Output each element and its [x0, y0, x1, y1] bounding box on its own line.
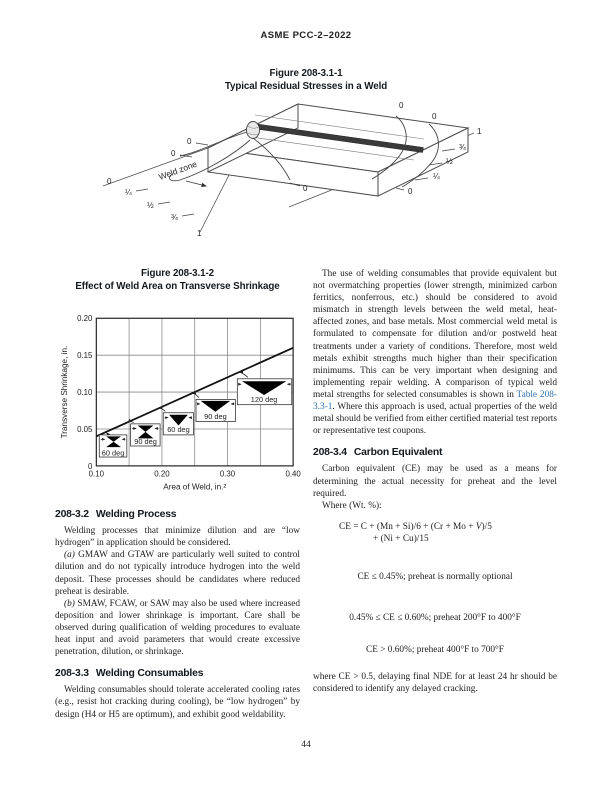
- x-tick: 0.10: [89, 470, 105, 479]
- plate: [206, 103, 470, 197]
- two-column-body: Figure 208-3.1-2 Effect of Weld Area on …: [55, 268, 557, 721]
- paragraph: (b) SMAW, FCAW, or SAW may also be used …: [55, 598, 300, 658]
- svg-text:120 deg: 120 deg: [251, 395, 278, 404]
- weld-zone-label: Weld zone: [157, 159, 198, 182]
- weld-3d-diagram: Weld zone 0 0 0 0 0 0 0 ¼ ½ ¾ 1 1 ¾: [102, 101, 482, 238]
- weld-symbol-90deg-doubleV: 90 deg: [127, 418, 161, 447]
- weld-symbol-60deg-singleV: 60 deg: [158, 406, 194, 436]
- right-scale-quarter: ¼: [433, 172, 440, 181]
- shrinkage-chart: 60 deg 90 deg: [55, 299, 302, 499]
- paragraph: Where (Wt. %):: [322, 500, 382, 511]
- left-scale-1: 1: [197, 229, 202, 238]
- weld-symbol-90deg-singleV: 90 deg: [191, 391, 236, 422]
- right-column: The use of welding consumables that prov…: [313, 268, 557, 721]
- right-scale-1: 1: [477, 127, 482, 136]
- zero-label: 0: [399, 101, 404, 110]
- running-header: ASME PCC-2–2022: [260, 30, 352, 41]
- zero-label: 0: [408, 187, 413, 196]
- weld-nugget: [246, 121, 260, 139]
- left-scale-quarter: ¼: [125, 188, 132, 197]
- paragraph: Welding consumables should tolerate acce…: [55, 685, 300, 720]
- x-axis-title: Area of Weld, in.²: [163, 482, 226, 491]
- figure2-title: Effect of Weld Area on Transverse Shrink…: [75, 280, 280, 292]
- zero-label: 0: [171, 149, 176, 158]
- plot-border: [95, 317, 294, 467]
- table-208-3-3-1-link[interactable]: Table 208-3.3-1: [313, 389, 557, 413]
- y-tick: 0.20: [77, 314, 93, 323]
- left-column: Figure 208-3.1-2 Effect of Weld Area on …: [55, 268, 302, 721]
- paragraph: Welding processes that minimize dilution…: [55, 526, 300, 549]
- x-tick: 0.30: [220, 470, 236, 479]
- y-tick: 0.15: [77, 351, 93, 360]
- ce-condition-1: CE ≤ 0.45%; preheat is normally optional: [357, 571, 513, 582]
- ce-condition-3: CE > 0.60%; preheat 400°F to 700°F: [366, 645, 504, 656]
- svg-text:60 deg: 60 deg: [102, 449, 125, 458]
- paragraph: The use of welding consumables that prov…: [313, 269, 557, 437]
- y-tick: 0.05: [77, 425, 93, 434]
- zero-label: 0: [303, 184, 308, 193]
- longitudinal-stress-curve: [371, 115, 407, 180]
- figure1-title: Typical Residual Stresses in a Weld: [224, 80, 388, 92]
- left-scale-0: 0: [107, 177, 112, 186]
- figure2-number: Figure 208-3.1-2: [141, 268, 214, 279]
- transverse-stress-curve: [179, 131, 248, 157]
- svg-text:90 deg: 90 deg: [134, 437, 157, 446]
- left-scale-half: ½: [147, 201, 154, 210]
- right-scale-threequarter: ¾: [459, 143, 466, 152]
- y-axis-title: Transverse Shrinkage, in.: [60, 346, 69, 439]
- figure1-number: Figure 208-3.1-1: [269, 68, 343, 79]
- left-scale-threequarter: ¾: [171, 213, 178, 222]
- y-tick: 0: [88, 462, 93, 471]
- x-tick: 0.20: [154, 470, 170, 479]
- zero-label: 0: [187, 137, 192, 146]
- page-number: 44: [301, 740, 311, 750]
- figure2-caption: Figure 208-3.1-2 Effect of Weld Area on …: [55, 268, 300, 293]
- zero-label: 0: [432, 112, 437, 121]
- weld-symbol-120deg-singleV: 120 deg: [236, 370, 293, 406]
- carbon-equivalent-equation: CE = C + (Mn + Si)/6 + (Cr + Mo + V)/5 +…: [339, 521, 492, 544]
- x-tick: 0.40: [285, 470, 301, 479]
- svg-text:90 deg: 90 deg: [204, 412, 227, 421]
- paragraph: Carbon equivalent (CE) may be used as a …: [313, 464, 557, 499]
- right-scale-half: ½: [446, 157, 453, 166]
- figure1-caption: Figure 208-3.1-1 Typical Residual Stress…: [0, 68, 612, 93]
- paragraph: where CE > 0.5, delaying final NDE for a…: [313, 672, 557, 695]
- ce-condition-2: 0.45% ≤ CE ≤ 0.60%; preheat 200°F to 400…: [349, 613, 521, 624]
- paragraph: (a) GMAW and GTAW are particularly well …: [55, 550, 300, 597]
- weld-symbol-60deg-doubleV: 60 deg: [98, 432, 128, 458]
- y-tick: 0.10: [77, 388, 93, 397]
- svg-text:60 deg: 60 deg: [167, 425, 190, 434]
- shrinkage-chart-svg: 60 deg 90 deg: [60, 314, 302, 491]
